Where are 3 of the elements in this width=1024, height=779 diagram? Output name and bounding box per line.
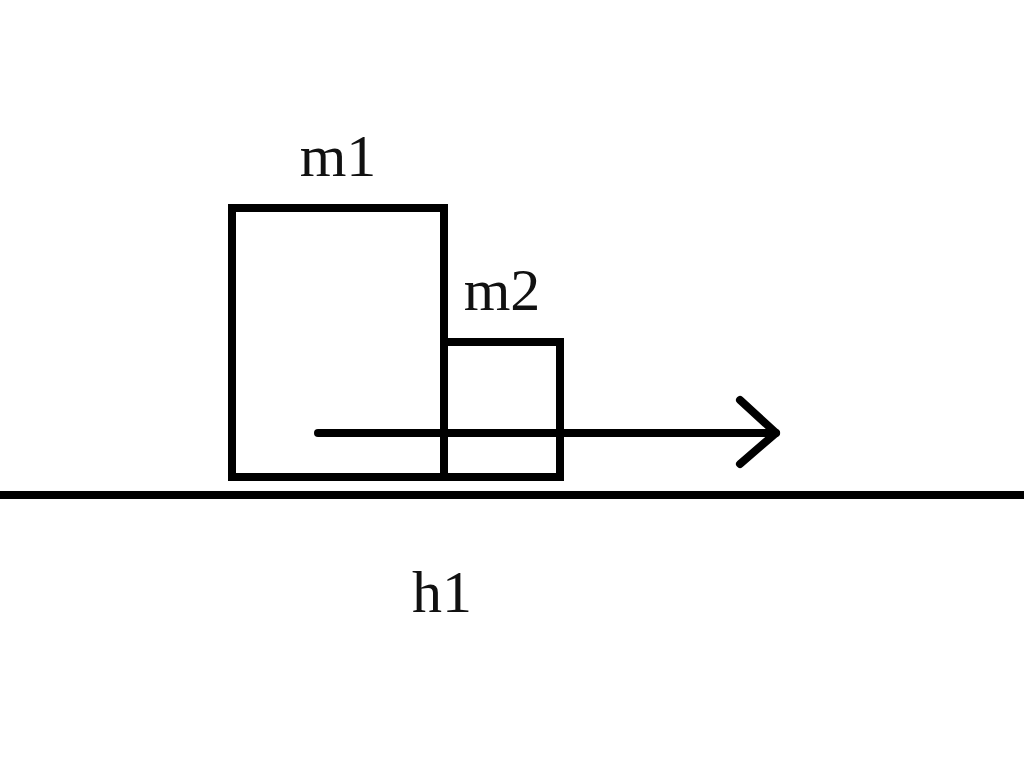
- mass-label: m2: [463, 260, 541, 320]
- mass-label: m1: [299, 126, 377, 186]
- height-label: h1: [412, 562, 472, 622]
